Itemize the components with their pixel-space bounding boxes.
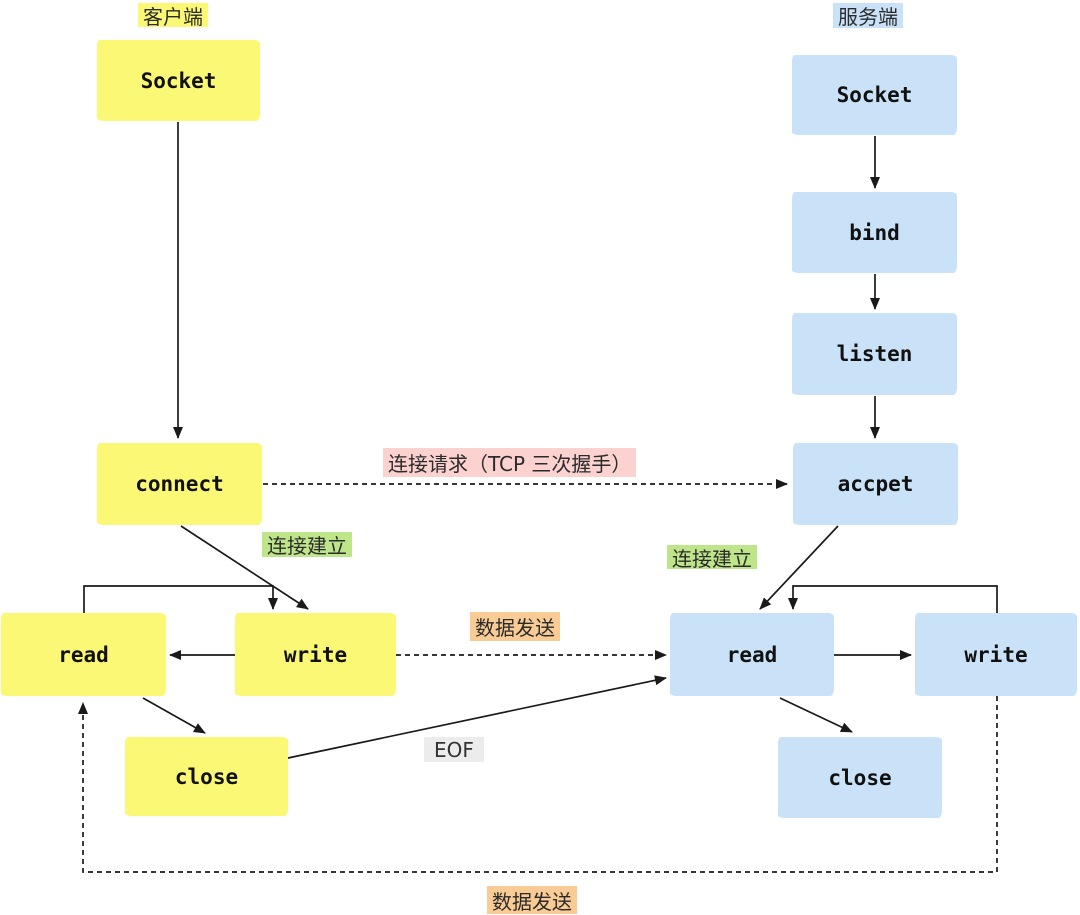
client-write-box: write [235,613,396,696]
server-close-box: close [778,737,942,818]
arrow-connect-to-client-write [180,525,309,610]
server-title-label: 服务端 [833,3,903,29]
data-send-bottom-label: 数据发送 [487,886,577,914]
server-bind-box: bind [792,192,957,273]
connection-request-label: 连接请求（TCP 三次握手） [383,448,637,477]
client-title-label: 客户端 [138,3,208,29]
data-send-top-label: 数据发送 [470,612,560,641]
client-close-box: close [125,737,288,816]
client-socket-box: Socket [97,40,260,121]
arrow-accept-to-server-read [759,525,839,610]
server-write-box: write [915,613,1077,696]
server-read-box: read [670,613,834,696]
arrow-client-read-to-close [142,697,206,734]
client-read-box: read [1,613,166,696]
server-socket-box: Socket [792,55,957,135]
arrow-server-read-to-close [779,697,853,733]
arrow-server-write-read-loop [788,585,998,613]
arrow-client-read-write-loop [83,585,278,613]
eof-label: EOF [424,737,484,762]
server-listen-box: listen [792,313,957,395]
server-accept-box: accpet [793,443,958,525]
arrow-server-write-to-client-read [78,696,998,873]
arrow-eof-close-to-server-read [287,675,667,759]
connection-established-server-label: 连接建立 [667,545,757,571]
connection-established-client-label: 连接建立 [262,532,352,558]
client-connect-box: connect [97,443,262,525]
